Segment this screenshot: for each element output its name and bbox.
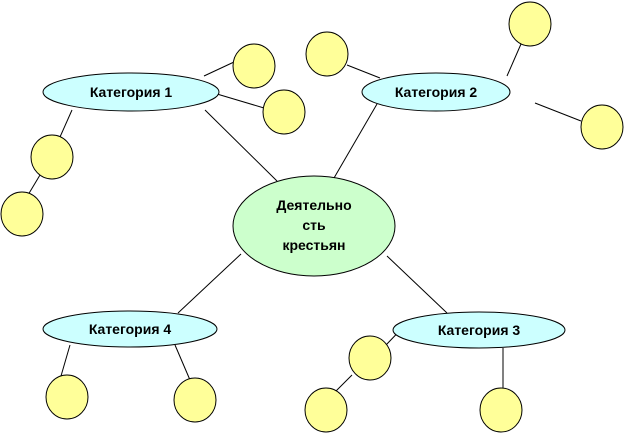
- category-3-node[interactable]: Категория 3: [392, 311, 566, 349]
- center-label-line-1: Деятельно: [276, 197, 351, 213]
- leaf-node[interactable]: [173, 377, 217, 423]
- category-4-node[interactable]: Категория 4: [42, 310, 218, 348]
- category-2-node[interactable]: Категория 2: [361, 72, 511, 112]
- connector-center-cat3: [386, 255, 448, 314]
- category-1-node[interactable]: Категория 1: [42, 72, 220, 112]
- connector-center-cat1: [204, 109, 278, 182]
- connector-leaf: [346, 64, 381, 79]
- leaf-node[interactable]: [348, 335, 392, 381]
- connector-leaf: [506, 43, 522, 77]
- category-3-label: Категория 3: [438, 322, 521, 338]
- leaf-node[interactable]: [232, 43, 276, 89]
- connector-leaf: [27, 174, 41, 196]
- leaf-node[interactable]: [508, 1, 552, 47]
- leaf-node[interactable]: [304, 387, 348, 433]
- center-label-line-2: сть: [302, 217, 326, 233]
- leaf-node[interactable]: [0, 191, 44, 237]
- leaf-node[interactable]: [479, 387, 523, 433]
- leaf-node[interactable]: [305, 31, 349, 77]
- connector-leaf: [174, 344, 191, 381]
- leaf-node[interactable]: [30, 134, 74, 180]
- connector-leaf: [203, 61, 235, 77]
- center-label-line-3: крестьян: [282, 237, 345, 253]
- category-1-label: Категория 1: [90, 84, 173, 100]
- connector-leaf: [60, 344, 71, 377]
- category-4-label: Категория 4: [89, 321, 172, 337]
- connector-leaf: [216, 93, 265, 109]
- leaf-node[interactable]: [45, 374, 89, 420]
- center-node[interactable]: Деятельно сть крестьян: [232, 175, 396, 277]
- connector-center-cat2: [333, 103, 378, 179]
- connector-leaf: [59, 109, 73, 138]
- connector-leaf: [534, 102, 582, 122]
- category-2-label: Категория 2: [395, 84, 478, 100]
- connector-center-cat4: [177, 253, 242, 314]
- connector-leaf: [335, 374, 353, 392]
- leaf-node[interactable]: [580, 104, 624, 150]
- leaf-node[interactable]: [262, 89, 306, 135]
